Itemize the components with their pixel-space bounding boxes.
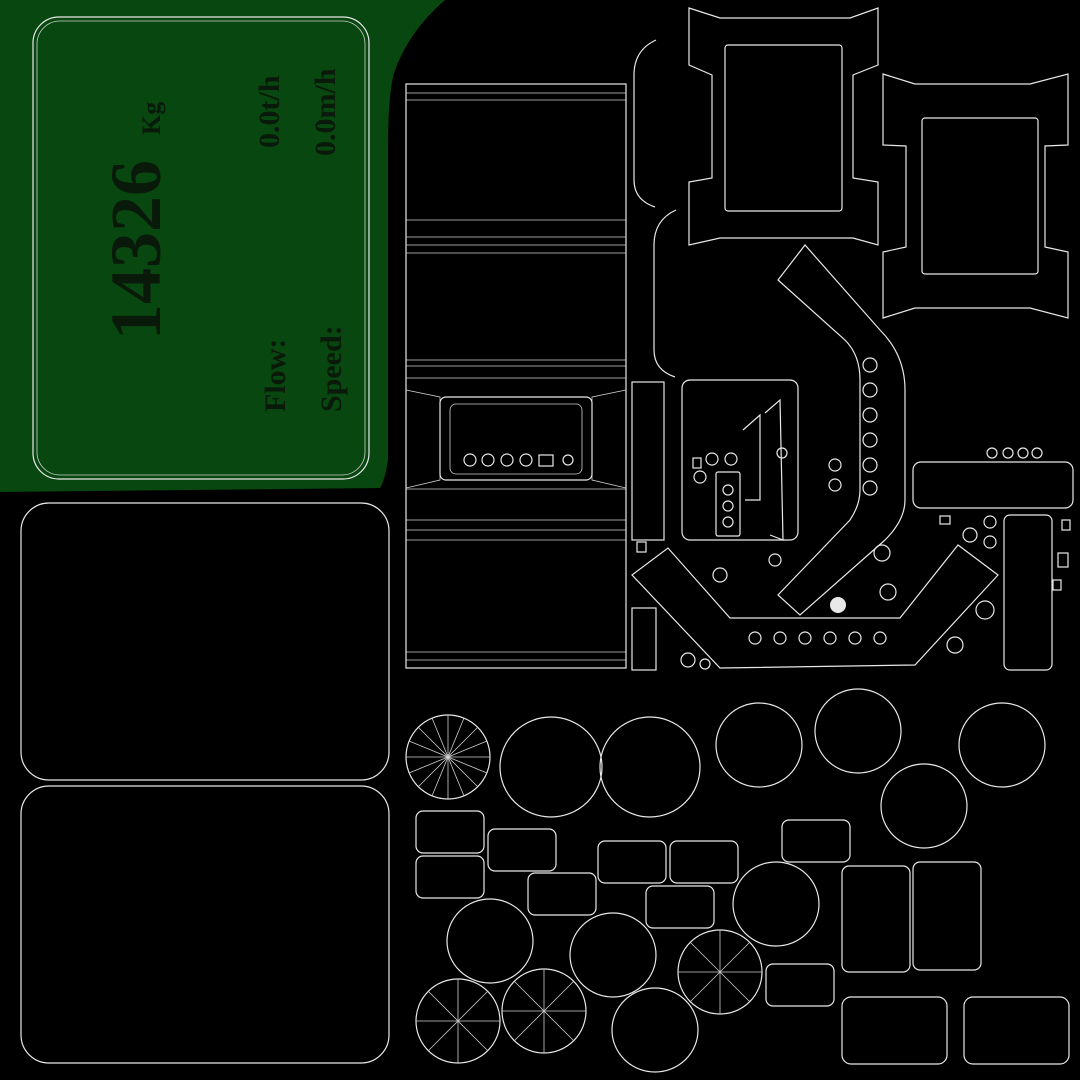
display-frame	[32, 16, 370, 480]
flow-label: Flow:	[259, 339, 292, 412]
uv-bottom-parts	[405, 688, 1070, 1073]
display-panel-background	[0, 0, 445, 492]
weight-value: 14326	[96, 160, 176, 340]
flow-value: 0.0t/h	[253, 75, 286, 148]
uv-top-right-piece	[912, 461, 1074, 509]
uv-frame-top-2	[882, 73, 1069, 319]
uv-bracket-2	[653, 209, 677, 378]
uv-bracket-1	[633, 39, 657, 208]
weight-unit: Kg	[137, 102, 166, 135]
uv-tube-lower	[631, 544, 999, 669]
uv-control-board	[681, 379, 799, 541]
uv-panel-left-2	[20, 785, 390, 1064]
uv-tube-center	[777, 244, 906, 616]
speed-label: Speed:	[315, 325, 348, 412]
uv-right-side-piece	[1003, 514, 1053, 671]
uv-frame-top-1	[688, 7, 879, 246]
speed-value: 0.0m/h	[309, 68, 342, 156]
uv-side-strip	[405, 83, 627, 669]
uv-panel-left-1	[20, 502, 390, 781]
